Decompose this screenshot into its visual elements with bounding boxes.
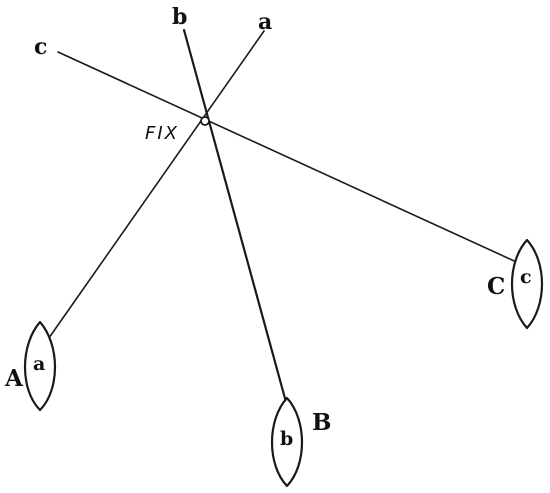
boat-label-c: C	[487, 273, 505, 300]
boat-inner-label-c: c	[520, 266, 532, 288]
bearing-line-b	[182, 28, 291, 415]
boat-c-icon	[511, 238, 543, 330]
boat-label-b: B	[312, 409, 331, 436]
line-label-b: b	[172, 4, 187, 30]
fix-point-marker	[200, 116, 210, 126]
boat-a-icon	[24, 320, 56, 412]
bearing-line-c	[57, 51, 524, 266]
boat-inner-label-b: b	[280, 428, 293, 450]
boat-b-icon	[271, 396, 303, 488]
line-label-c: c	[34, 34, 47, 60]
fix-label: FIX	[145, 123, 179, 144]
bearing-line-a	[43, 30, 265, 346]
boat-label-a: A	[4, 365, 24, 392]
boat-inner-label-a: a	[33, 353, 45, 375]
line-label-a: a	[258, 9, 272, 35]
